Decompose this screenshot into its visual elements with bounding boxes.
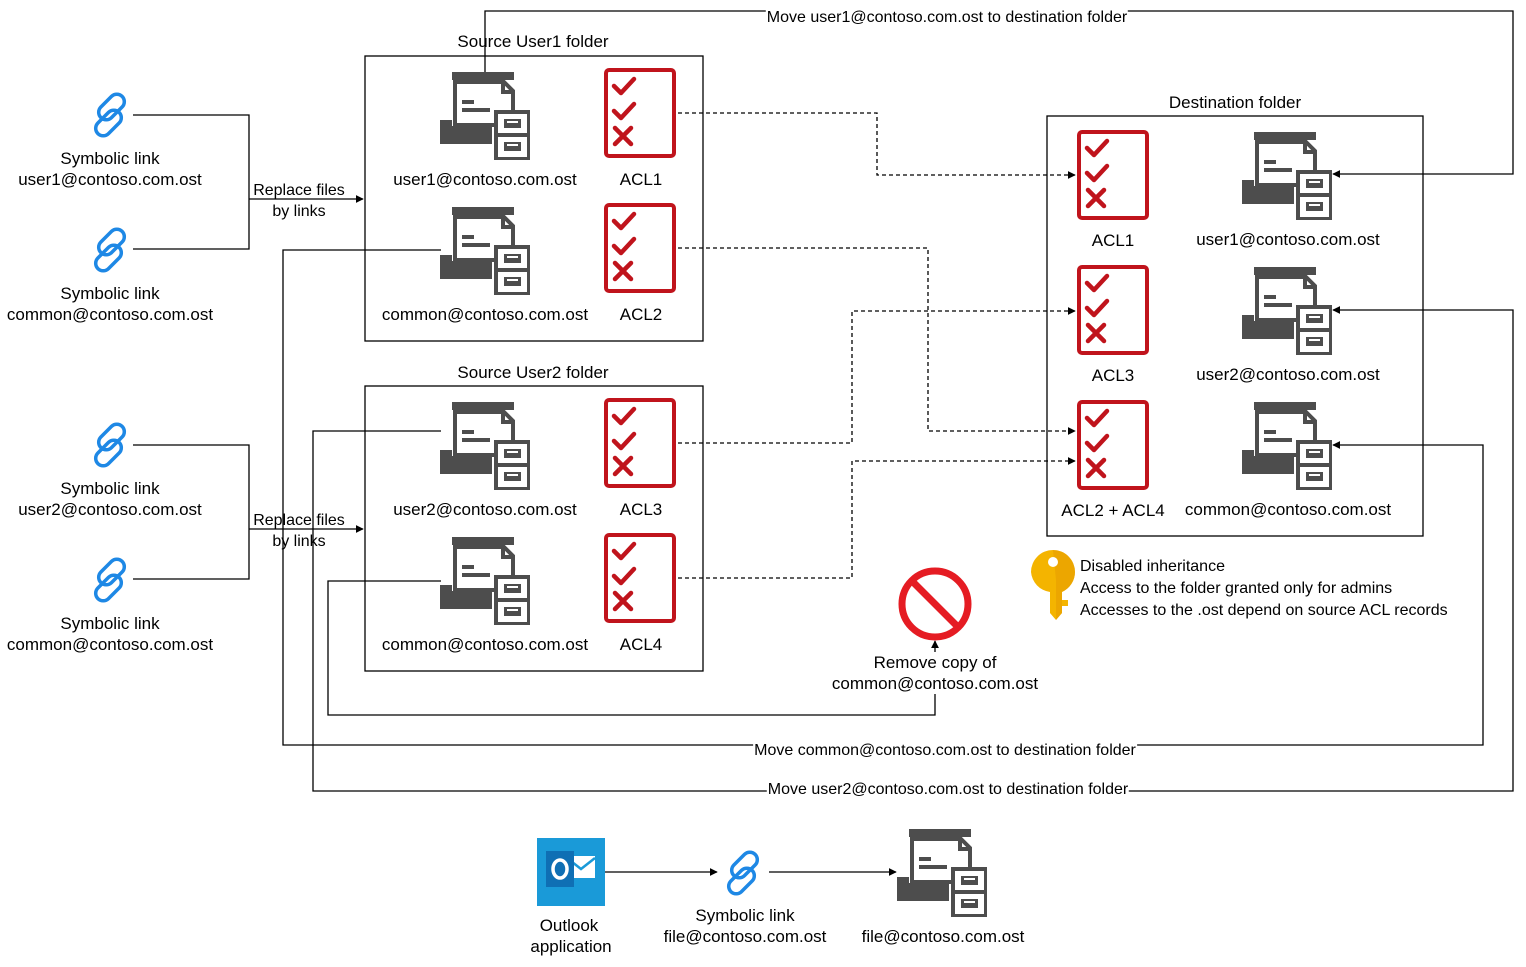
move-user1-label: Move user1@contoso.com.ost to destinatio… <box>765 7 1129 28</box>
source-user1-folder <box>364 55 704 342</box>
bottom-symlink-line2: file@contoso.com.ost <box>663 927 827 946</box>
symlink-file-icon <box>723 848 763 898</box>
replace1-line1: Replace files <box>253 182 345 199</box>
symlink-user2-icon <box>90 420 130 470</box>
outlook-line2: application <box>530 937 612 956</box>
outlook-app-icon <box>537 838 605 906</box>
outlook-line1: Outlook <box>539 916 599 935</box>
symlink-user1-icon <box>90 90 130 140</box>
common2-ost-file-icon <box>440 535 530 625</box>
acl1-checklist-icon <box>606 70 674 156</box>
symlink-user1-line1: Symbolic link <box>60 149 160 168</box>
bottom-symlink-line1: Symbolic link <box>695 906 795 925</box>
common-ost-file-icon <box>440 205 530 295</box>
user1-ost-file-icon <box>440 70 530 160</box>
dest-acl1-checklist-icon <box>1079 132 1147 218</box>
symlink-common1-icon <box>90 225 130 275</box>
remove-line1: Remove copy of <box>872 652 998 673</box>
note-line3: Accesses to the .ost depend on source AC… <box>1080 602 1448 619</box>
acl3-label: ACL3 <box>619 500 663 519</box>
common2-file-label: common@contoso.com.ost <box>381 635 589 654</box>
acl2-checklist-icon <box>606 205 674 291</box>
dest-acl1-label: ACL1 <box>1091 231 1135 250</box>
symlink-common2-icon <box>90 555 130 605</box>
source-user2-title: Source User2 folder <box>457 363 609 382</box>
dest-acl3-checklist-icon <box>1079 267 1147 353</box>
dest-user1-ost-file-icon <box>1242 130 1332 220</box>
symlink-user2-line2: user2@contoso.com.ost <box>18 500 202 519</box>
bottom-file-label: file@contoso.com.ost <box>861 927 1025 946</box>
move-user2-label: Move user2@contoso.com.ost to destinatio… <box>766 779 1130 800</box>
common-file-label: common@contoso.com.ost <box>381 305 589 324</box>
symlink-common2-line1: Symbolic link <box>60 614 160 633</box>
destination-title: Destination folder <box>1168 93 1302 112</box>
note-line1: Disabled inheritance <box>1080 558 1225 575</box>
source-user2-folder <box>364 385 704 672</box>
symlink-user1-line2: user1@contoso.com.ost <box>18 170 202 189</box>
replace1-line2: by links <box>272 203 326 220</box>
acl1-label: ACL1 <box>619 170 663 189</box>
key-icon <box>1031 550 1075 620</box>
user2-ost-file-icon <box>440 400 530 490</box>
symlink-common2-line2: common@contoso.com.ost <box>6 635 214 654</box>
move-common-label: Move common@contoso.com.ost to destinati… <box>753 740 1137 761</box>
acl4-label: ACL4 <box>619 635 663 654</box>
dest-acl24-checklist-icon <box>1079 402 1147 488</box>
dest-user2-ost-file-icon <box>1242 265 1332 355</box>
bottom-ost-file-icon <box>897 827 987 917</box>
note-line2: Access to the folder granted only for ad… <box>1080 580 1393 597</box>
acl4-checklist-icon <box>606 535 674 621</box>
acl2-label: ACL2 <box>619 305 663 324</box>
dest-user1-file-label: user1@contoso.com.ost <box>1196 230 1380 249</box>
symlink-common1-line2: common@contoso.com.ost <box>6 305 214 324</box>
source-user1-title: Source User1 folder <box>457 32 609 51</box>
dest-acl3-label: ACL3 <box>1091 366 1135 385</box>
user2-file-label: user2@contoso.com.ost <box>393 500 577 519</box>
symlink-user2-line1: Symbolic link <box>60 479 160 498</box>
destination-folder <box>1046 115 1424 537</box>
user1-file-label: user1@contoso.com.ost <box>393 170 577 189</box>
remove-line2: common@contoso.com.ost <box>830 673 1040 694</box>
dest-user2-file-label: user2@contoso.com.ost <box>1196 365 1380 384</box>
replace2-line2: by links <box>272 533 326 550</box>
dest-common-ost-file-icon <box>1242 400 1332 490</box>
acl3-checklist-icon <box>606 400 674 486</box>
dest-acl24-label: ACL2 + ACL4 <box>1061 501 1165 520</box>
replace2-line1: Replace files <box>253 512 345 529</box>
prohibited-icon <box>898 567 972 641</box>
symlink-common1-line1: Symbolic link <box>60 284 160 303</box>
dest-common-file-label: common@contoso.com.ost <box>1184 500 1392 519</box>
